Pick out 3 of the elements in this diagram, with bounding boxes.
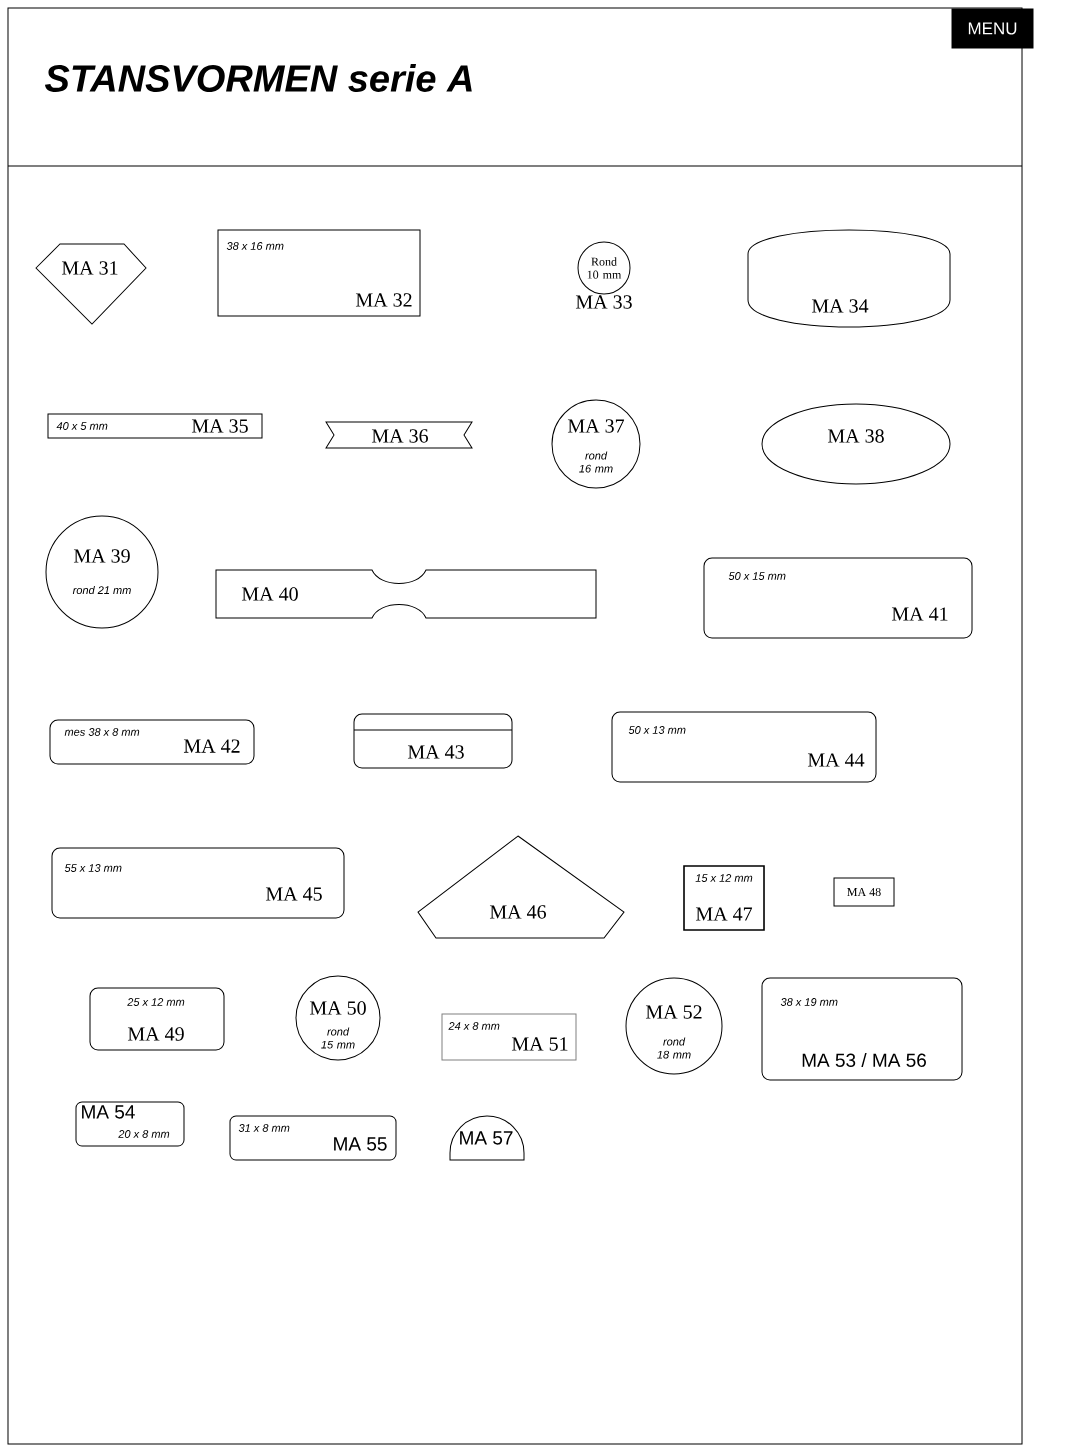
menu-button: MENU [951,8,1034,49]
node-label: MA 33 [575,295,632,309]
title: STANSVORMEN serie A [44,64,472,92]
